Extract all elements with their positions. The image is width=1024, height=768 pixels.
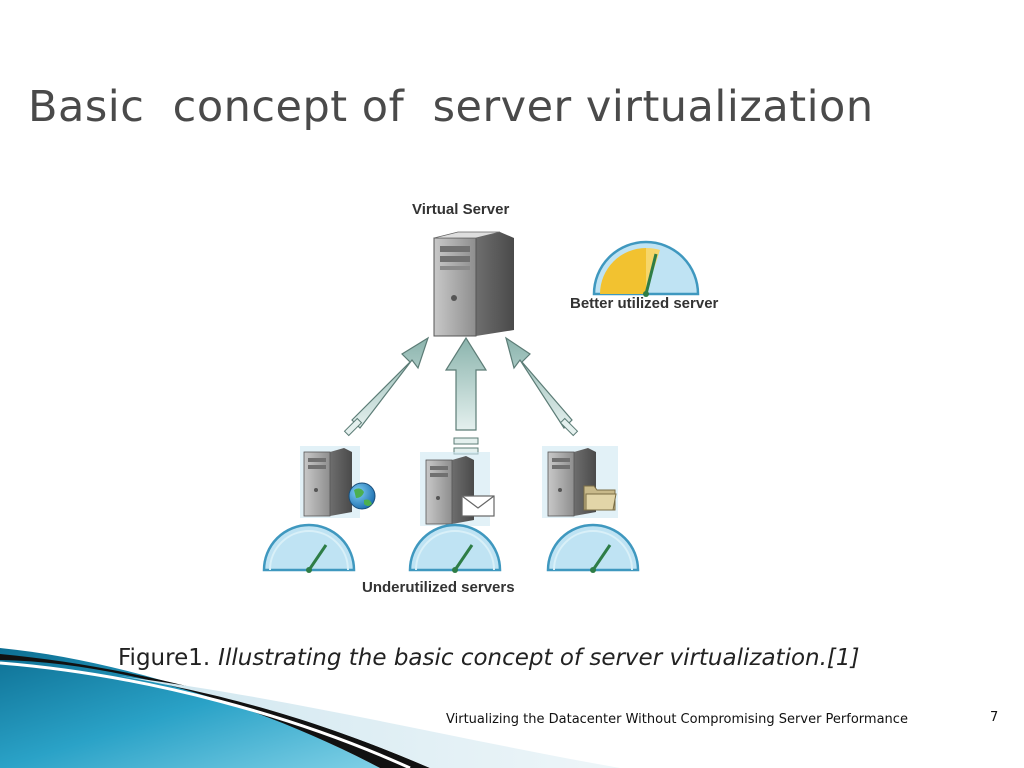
underutilized-gauge-3 bbox=[546, 523, 640, 573]
file-server-icon bbox=[542, 446, 618, 518]
decor-white-line bbox=[0, 661, 411, 768]
decor-pale-band bbox=[120, 676, 620, 768]
underutilized-label: Underutilized servers bbox=[362, 579, 515, 596]
better-utilized-gauge bbox=[592, 240, 700, 297]
underutilized-gauge-2 bbox=[408, 523, 502, 573]
figure-caption: Figure1. Illustrating the basic concept o… bbox=[118, 645, 860, 671]
virtual-server-icon bbox=[433, 231, 514, 337]
decor-black-stroke bbox=[0, 654, 430, 768]
folder-icon bbox=[583, 485, 617, 511]
web-server-icon bbox=[300, 446, 376, 518]
arrow-left bbox=[343, 336, 430, 437]
arrow-right bbox=[505, 336, 579, 437]
mail-server-icon bbox=[420, 452, 495, 526]
better-utilized-label: Better utilized server bbox=[570, 295, 719, 312]
slide-title: Basic concept of server virtualization bbox=[28, 82, 874, 132]
virtual-server-label: Virtual Server bbox=[412, 201, 509, 218]
caption-text: Illustrating the basic concept of server… bbox=[218, 645, 860, 671]
underutilized-gauge-1 bbox=[262, 523, 356, 573]
arrow-center bbox=[444, 336, 488, 455]
caption-label: Figure1. bbox=[118, 645, 211, 671]
globe-icon bbox=[348, 482, 376, 510]
decor-teal-band bbox=[0, 648, 380, 768]
envelope-icon bbox=[461, 495, 495, 517]
footer-text: Virtualizing the Datacenter Without Comp… bbox=[446, 712, 908, 727]
page-number: 7 bbox=[990, 710, 999, 725]
